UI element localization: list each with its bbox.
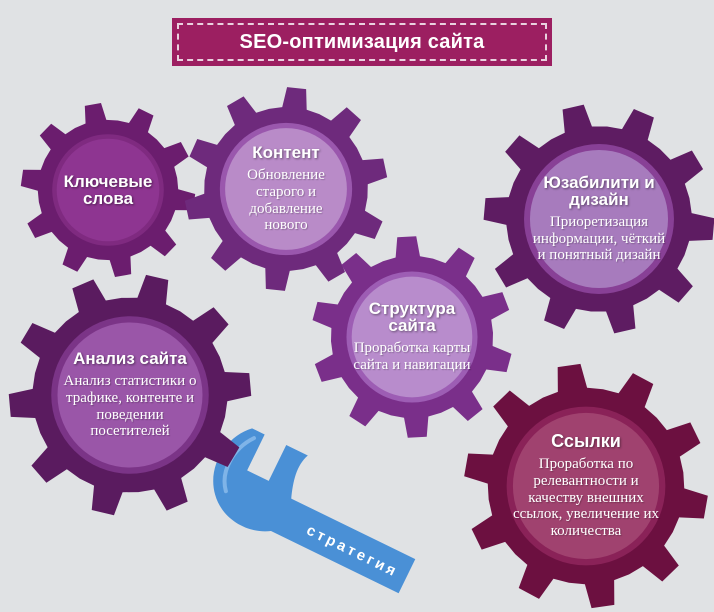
- wrench-icon: стратегия: [213, 428, 416, 594]
- gear-analysis-title: Анализ сайта: [73, 348, 187, 368]
- gear-structure: Структура сайта Проработка карты сайта и…: [308, 233, 516, 441]
- gear-keywords-icon: [20, 102, 196, 278]
- gear-structure-description: Проработка карты сайта и навигации: [353, 340, 471, 373]
- gear-links-title: Ссылки: [551, 431, 621, 451]
- gear-keywords-title: Ключевые слова: [63, 172, 153, 208]
- gear-content-icon: [184, 87, 388, 291]
- title-banner: SEO-оптимизация сайта: [172, 18, 552, 66]
- gear-links-content: Ссылки Проработка по релевантности и кач…: [460, 360, 712, 612]
- wrench-shape: [213, 428, 416, 594]
- gear-links-description: Проработка по релевантности и качеству в…: [512, 456, 660, 540]
- gear-usability-content: Юзабилити и дизайн Приоретизация информа…: [480, 100, 714, 338]
- gear-links-icon: [464, 363, 708, 609]
- gear-structure-title: Структура сайта: [368, 299, 456, 336]
- gear-usability-icon: [483, 104, 714, 334]
- gear-content-title: Контент: [252, 142, 320, 162]
- gear-structure-icon: [312, 236, 512, 438]
- gear-links: Ссылки Проработка по релевантности и кач…: [460, 360, 712, 612]
- gear-analysis-content: Анализ сайта Анализ статистики о трафике…: [5, 270, 255, 520]
- gear-analysis-description: Анализ статистики о трафике, контенте и …: [63, 372, 197, 440]
- page-title: SEO-оптимизация сайта: [177, 23, 547, 61]
- gear-structure-content: Структура сайта Проработка карты сайта и…: [308, 233, 516, 441]
- gear-analysis: Анализ сайта Анализ статистики о трафике…: [5, 270, 255, 520]
- gear-usability-title: Юзабилити и дизайн: [543, 172, 655, 209]
- gear-usability: Юзабилити и дизайн Приоретизация информа…: [480, 100, 714, 338]
- gear-keywords-content: Ключевые слова: [18, 100, 198, 280]
- gear-content: Контент Обновление старого и добавление …: [181, 84, 391, 294]
- gear-content-content: Контент Обновление старого и добавление …: [181, 84, 391, 294]
- gear-keywords: Ключевые слова: [18, 100, 198, 280]
- gear-usability-description: Приоретизация информации, чёткий и понят…: [532, 213, 666, 264]
- gear-analysis-icon: [8, 274, 252, 516]
- gear-content-description: Обновление старого и добавление нового: [247, 166, 325, 234]
